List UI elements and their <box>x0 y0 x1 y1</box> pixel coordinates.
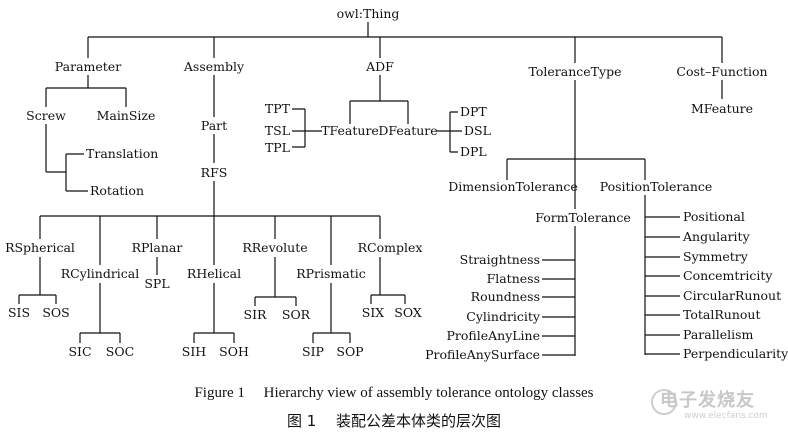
node-rfs: RFS <box>201 165 228 180</box>
node-rrevolute: RRevolute <box>242 240 307 255</box>
node-main-size: MainSize <box>97 108 156 123</box>
node-parallelism: Parallelism <box>683 327 754 342</box>
node-sis: SIS <box>8 305 30 320</box>
edge <box>292 108 322 148</box>
watermark-text: 电子发烧友 <box>660 390 755 411</box>
node-sop: SOP <box>336 344 363 359</box>
node-cost-function: Cost–Function <box>676 64 767 79</box>
node-soh: SOH <box>219 344 249 359</box>
edge <box>370 257 406 304</box>
node-sor: SOR <box>282 307 311 322</box>
node-adf: ADF <box>365 59 394 74</box>
node-position-tolerance: PositionTolerance <box>600 179 713 194</box>
node-root: owl:Thing <box>337 6 400 21</box>
node-profile-any-surface: ProfileAnySurface <box>425 347 540 362</box>
edge <box>349 75 409 124</box>
node-rplanar: RPlanar <box>132 240 183 255</box>
node-rspherical: RSpherical <box>5 240 75 255</box>
node-rhelical: RHelical <box>187 266 241 281</box>
node-flatness: Flatness <box>487 271 540 286</box>
node-mfeature: MFeature <box>691 101 753 116</box>
node-tpl: TPL <box>265 140 290 155</box>
edge <box>542 226 576 356</box>
node-rotation: Rotation <box>90 183 144 198</box>
node-assembly: Assembly <box>183 59 245 74</box>
node-tolerance-type: ToleranceType <box>529 64 622 79</box>
node-dpt: DPT <box>460 104 487 119</box>
edge <box>436 111 462 153</box>
node-sos: SOS <box>42 305 69 320</box>
edge <box>644 195 680 355</box>
node-concemtricity: Concemtricity <box>683 268 773 283</box>
node-positional: Positional <box>683 209 745 224</box>
node-form-tolerance: FormTolerance <box>535 210 631 225</box>
node-rcylindrical: RCylindrical <box>61 266 140 281</box>
node-perpendicularity: Perpendicularity <box>683 346 788 361</box>
node-translation: Translation <box>86 146 158 161</box>
node-roundness: Roundness <box>471 289 540 304</box>
node-rprismatic: RPrismatic <box>296 266 366 281</box>
edge <box>79 283 121 343</box>
node-tfeature: TFeature <box>321 123 379 138</box>
node-total-runout: TotalRunout <box>683 307 760 322</box>
watermark-url: www.elecfans.com <box>684 411 768 421</box>
node-dfeature: DFeature <box>378 123 437 138</box>
node-straightness: Straightness <box>460 252 540 267</box>
node-profile-any-line: ProfileAnyLine <box>446 328 540 343</box>
edge <box>254 257 297 306</box>
node-dimension-tolerance: DimensionTolerance <box>448 179 577 194</box>
node-sic: SIC <box>68 344 91 359</box>
node-parameter: Parameter <box>55 59 121 74</box>
figure-caption-chinese: 图 1 装配公差本体类的层次图 <box>286 412 502 430</box>
node-spl: SPL <box>144 276 169 291</box>
figure-caption-english: Figure 1 Hierarchy view of assembly tole… <box>194 385 594 401</box>
edge <box>45 75 127 107</box>
tree-connectors <box>18 22 723 356</box>
edge <box>39 215 381 265</box>
node-dsl: DSL <box>464 123 491 138</box>
edge <box>45 124 88 192</box>
node-six: SIX <box>362 305 385 320</box>
node-sox: SOX <box>394 305 422 320</box>
node-cylindricity: Cylindricity <box>466 309 541 324</box>
edge <box>87 22 723 63</box>
node-tpt: TPT <box>265 101 291 116</box>
edge <box>193 283 235 343</box>
edge <box>312 283 351 343</box>
node-circular-runout: CircularRunout <box>683 288 781 303</box>
node-part: Part <box>201 118 227 133</box>
edge <box>506 80 646 209</box>
node-sip: SIP <box>302 344 324 359</box>
node-sih: SIH <box>182 344 207 359</box>
node-angularity: Angularity <box>682 229 751 244</box>
node-sir: SIR <box>244 307 268 322</box>
watermark-logo-icon <box>651 389 677 415</box>
node-screw: Screw <box>26 108 66 123</box>
edge <box>18 257 57 304</box>
node-dpl: DPL <box>460 144 487 159</box>
node-symmetry: Symmetry <box>683 249 749 264</box>
node-soc: SOC <box>106 344 134 359</box>
node-tsl: TSL <box>265 123 290 138</box>
node-rcomplex: RComplex <box>358 240 423 255</box>
